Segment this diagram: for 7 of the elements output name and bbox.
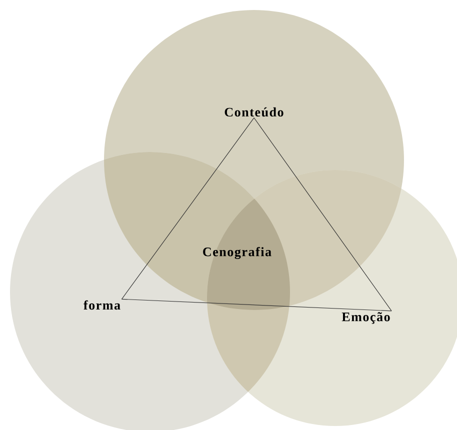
vertex-label: Conteúdo — [224, 107, 284, 117]
vertex-label: forma — [84, 300, 120, 310]
triangle-side — [254, 117, 392, 312]
center-label: Cenografia — [203, 246, 272, 259]
triangle-side — [121, 117, 254, 300]
triangle-side — [121, 298, 392, 312]
vertex-label: Emoção — [342, 312, 390, 324]
